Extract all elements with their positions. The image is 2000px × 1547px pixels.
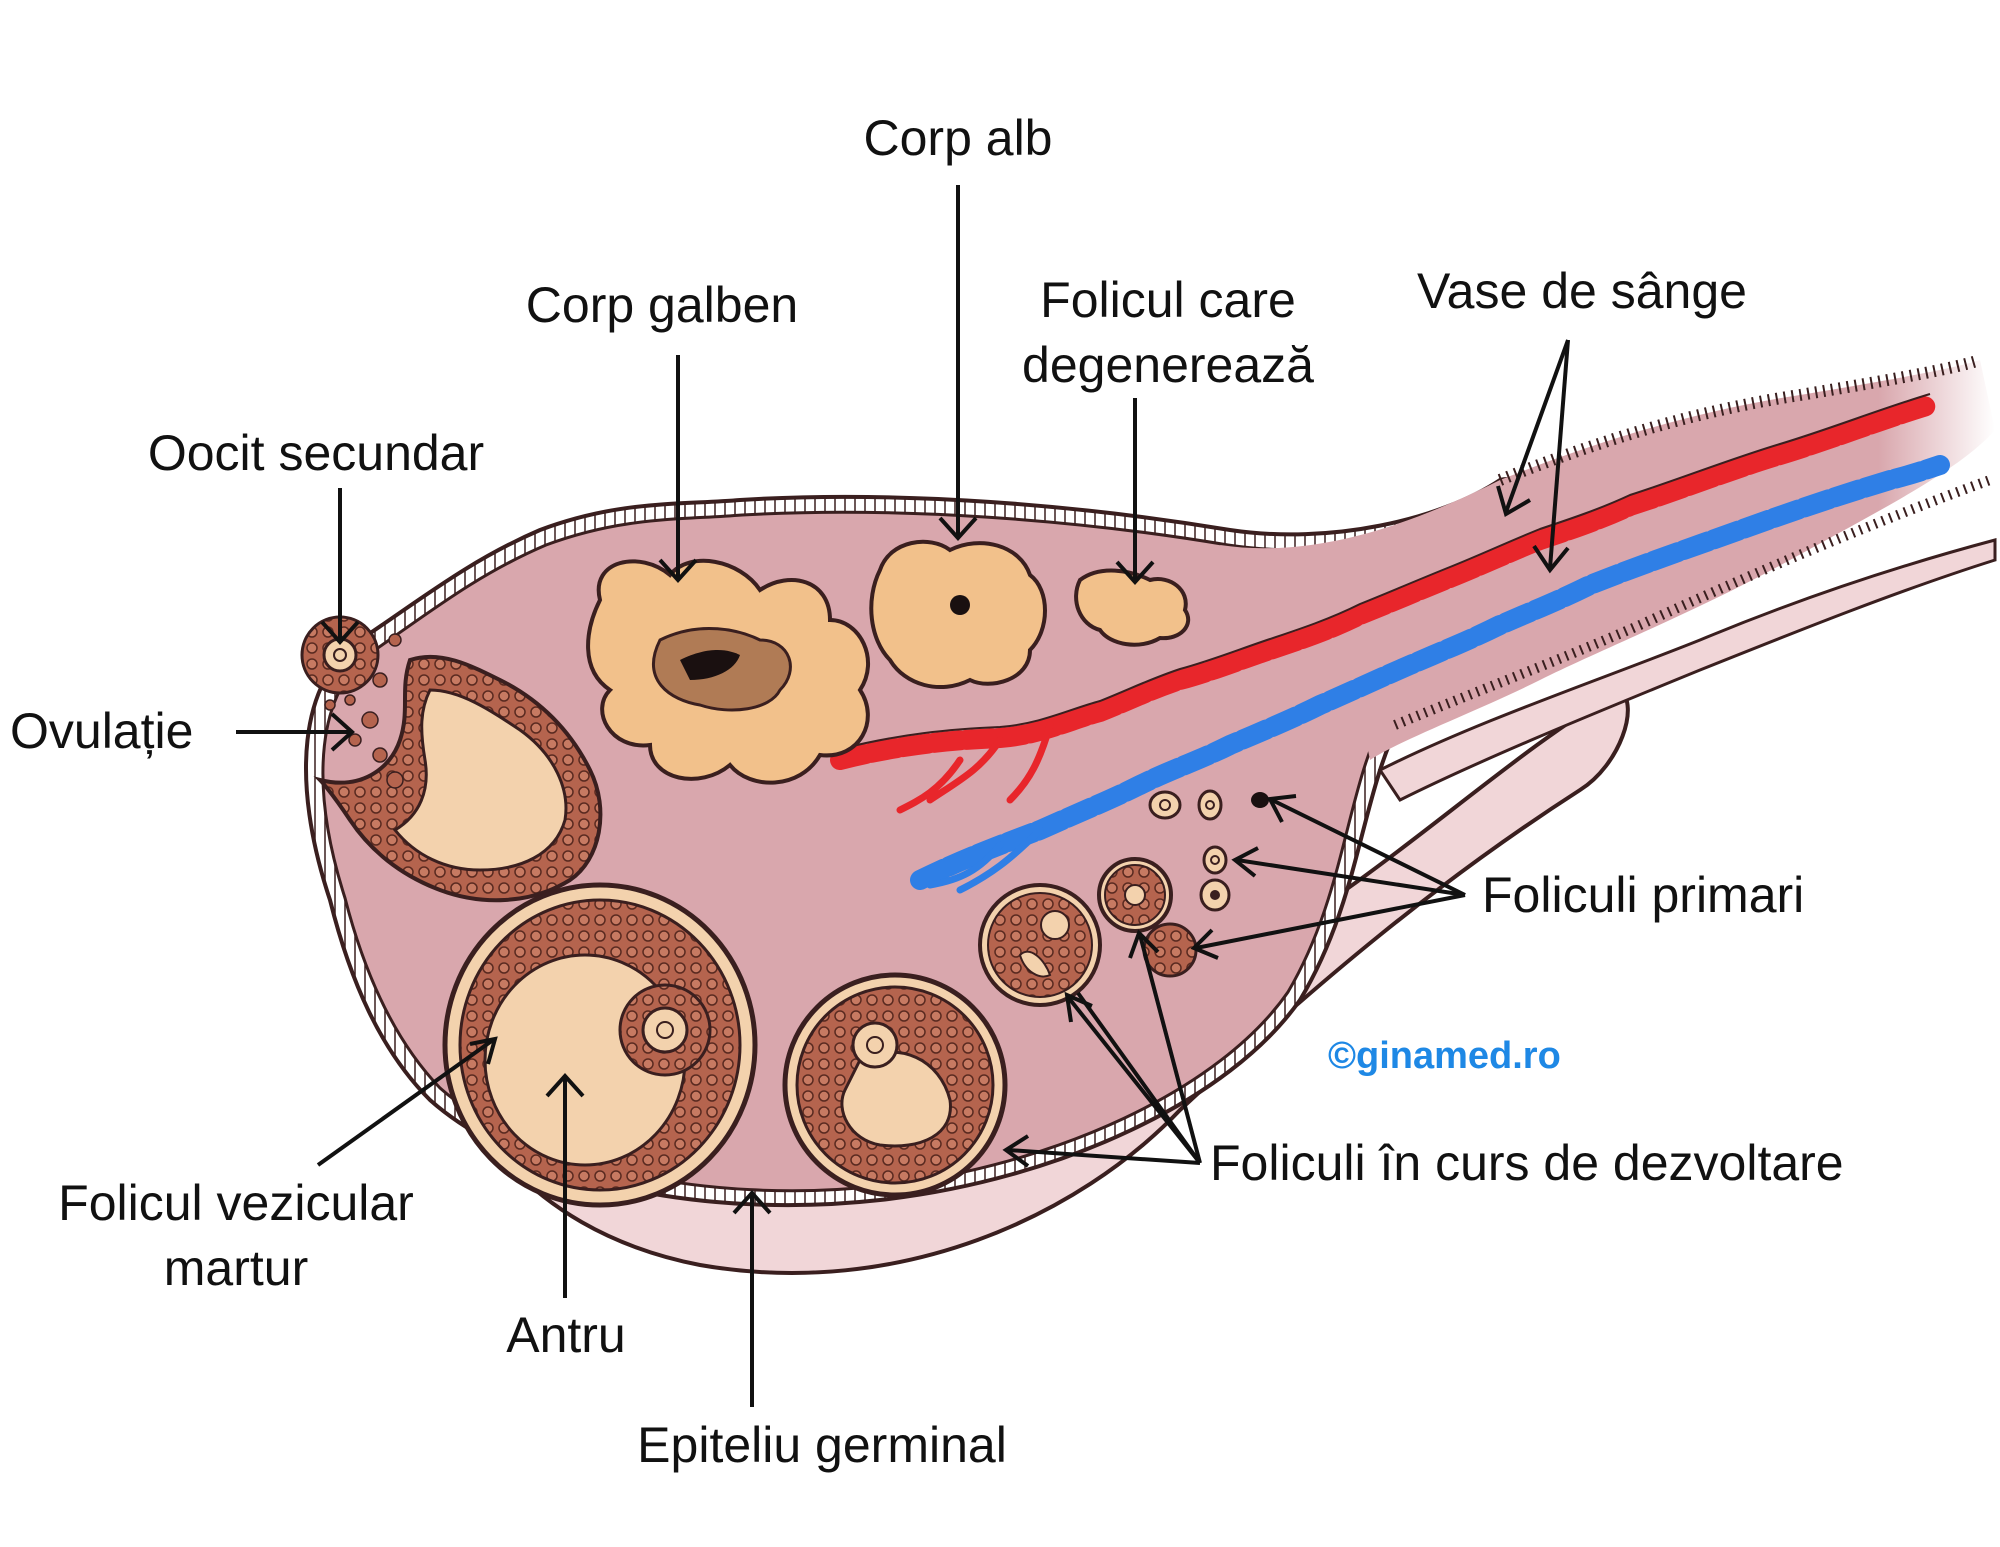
vein-branch (926, 826, 1044, 894)
label-folicul-vezicular-line2: martur (164, 1240, 308, 1296)
label-folicul-vezicular-line1: Folicul vezicular (58, 1175, 414, 1231)
label-corp-alb: Corp alb (864, 110, 1053, 166)
ruptured-follicle (300, 615, 603, 903)
corpus-luteum (586, 558, 871, 785)
vein (910, 455, 1950, 890)
primary-follicles (1148, 789, 1269, 912)
vesicular-oocyte (641, 1006, 689, 1054)
label-corp-galben: Corp galben (526, 277, 798, 333)
label-antru: Antru (506, 1307, 626, 1363)
artery-outline (839, 393, 1931, 750)
label-epiteliu-germinal: Epiteliu germinal (637, 1417, 1007, 1473)
vesicular-follicle (442, 882, 758, 1208)
hilum-epithelium-top (1497, 354, 1982, 486)
developing-follicle-medium (978, 883, 1102, 1007)
artery-branch (896, 721, 1054, 814)
hilum-lower-band (1377, 538, 1997, 802)
label-vase-de-sange: Vase de sânge (1417, 263, 1747, 319)
degenerating-follicle (1074, 568, 1191, 647)
label-foliculi-primari: Foliculi primari (1482, 867, 1804, 923)
label-folicul-degenerare-line2: degenerează (1022, 337, 1314, 393)
label-oocit-secundar: Oocit secundar (148, 425, 484, 481)
artery (830, 395, 1940, 770)
label-ovulatie: Ovulație (10, 703, 193, 759)
developing-follicle-large (782, 972, 1008, 1198)
developing-follicle-small (1097, 857, 1173, 933)
label-arrows (236, 185, 1570, 1407)
label-folicul-degenerare-line1: Folicul care (1040, 272, 1296, 328)
label-foliculi-dezvoltare: Foliculi în curs de dezvoltare (1210, 1135, 1844, 1191)
developing-follicle-tiny (1142, 922, 1198, 978)
watermark: ©ginamed.ro (1328, 1035, 1561, 1077)
corpus-albicans (869, 539, 1047, 690)
